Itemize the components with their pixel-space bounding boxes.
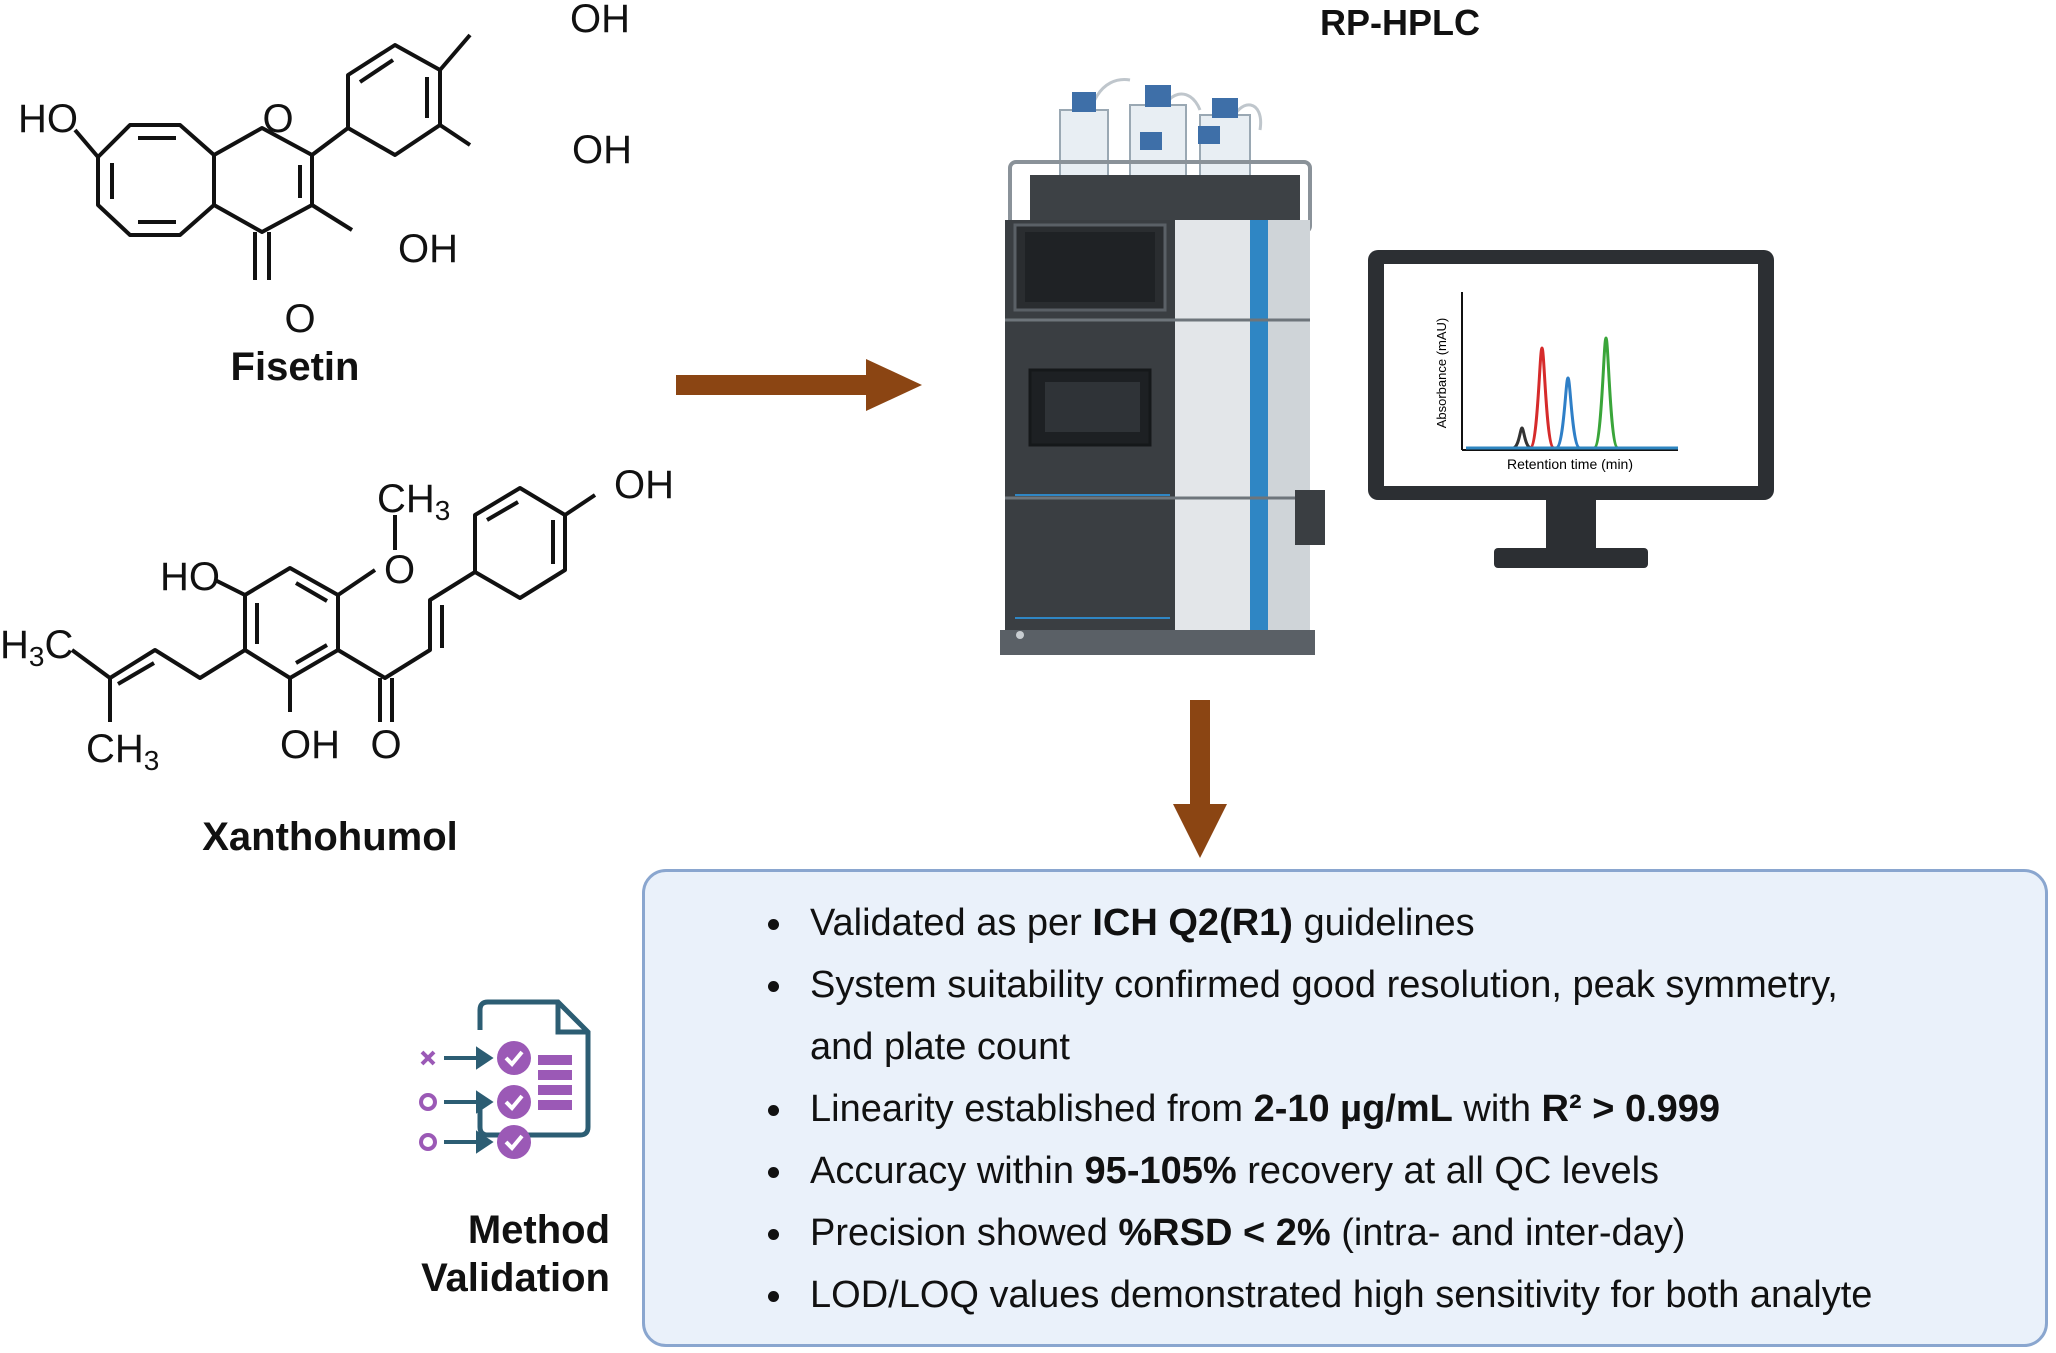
down-arrow: [1173, 700, 1227, 858]
xanthohumol-name: Xanthohumol: [202, 815, 458, 859]
xanthohumol-ho-ring: HO: [160, 555, 220, 599]
validation-item: Accuracy within 95-105% recovery at all …: [768, 1140, 1872, 1202]
validation-item-continuation: and plate count: [810, 1026, 1070, 1068]
monitor: Absorbance (mAU) Retention time (min): [1368, 250, 1774, 568]
checklist-icon: [419, 999, 591, 1159]
xanthohumol-carbonyl-o: O: [370, 723, 401, 767]
validation-item: System suitability confirmed good resolu…: [768, 954, 1872, 1016]
fisetin-oh-mid: OH: [572, 128, 632, 172]
xanthohumol-oh-lower: OH: [280, 723, 340, 767]
chart-ylabel: Absorbance (mAU): [1434, 318, 1449, 429]
fisetin-carbonyl-o: O: [284, 297, 315, 341]
fisetin-name: Fisetin: [230, 345, 360, 389]
validation-item: LOD/LOQ values demonstrated high sensiti…: [768, 1264, 1872, 1326]
fisetin-oh-top: OH: [570, 0, 630, 41]
chart-xlabel: Retention time (min): [1507, 456, 1633, 472]
validation-item: Linearity established from 2-10 µg/mL wi…: [768, 1078, 1872, 1140]
fisetin-ring-o: O: [262, 97, 293, 141]
xanthohumol-oh-para: OH: [614, 463, 674, 507]
hplc-title: RP-HPLC: [1320, 2, 1480, 43]
validation-item: Validated as per ICH Q2(R1) guidelines: [768, 892, 1872, 954]
validation-list: Validated as per ICH Q2(R1) guidelines S…: [768, 892, 1872, 1326]
xanthohumol-h3c: H3C: [0, 623, 73, 672]
xanthohumol-structure: OH CH3 O HO H3C CH3 OH O: [0, 463, 674, 776]
validation-box: [642, 869, 2048, 1347]
fisetin-ho-left: HO: [18, 97, 78, 141]
xanthohumol-ch3-lower: CH3: [86, 727, 159, 776]
fisetin-oh-c3: OH: [398, 227, 458, 271]
hplc-instrument: [1000, 78, 1325, 655]
method-validation-title: Method Validation: [421, 1208, 610, 1300]
chromatogram: [1461, 292, 1678, 451]
right-arrow: [676, 359, 922, 411]
validation-item: Precision showed %RSD < 2% (intra- and i…: [768, 1202, 1872, 1264]
xanthohumol-o-methoxy: O: [384, 548, 415, 592]
fisetin-structure: HO O OH OH OH O: [18, 0, 632, 341]
xanthohumol-ch3-methoxy: CH3: [377, 477, 450, 526]
